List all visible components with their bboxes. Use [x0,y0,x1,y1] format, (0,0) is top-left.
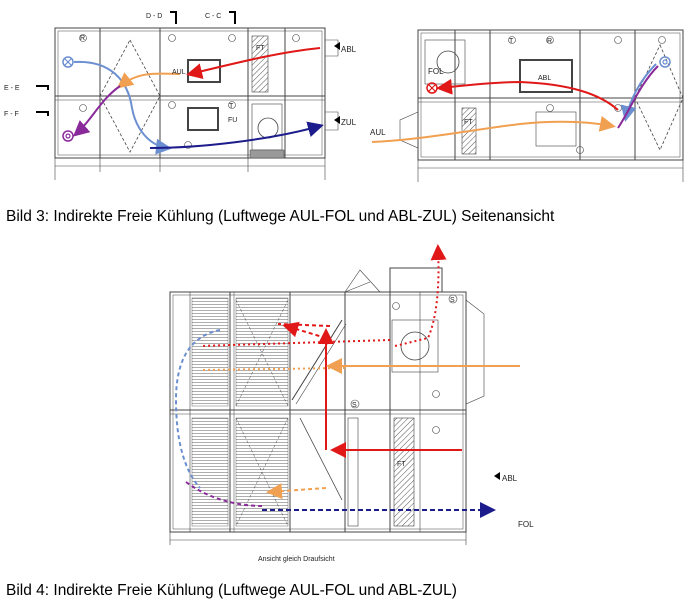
label-abl: ABL [341,45,357,54]
transition-path [72,85,121,137]
transition-path-right [617,65,659,129]
label-ft: FT [256,45,265,52]
section-mark-f: F - F [4,111,19,118]
label-fol: FOL [428,67,444,76]
fig3-right-labels: FOL AUL ABL FT R T [370,38,552,137]
label-abl-inner: ABL [538,75,551,82]
fig4-outdoor-dotted [199,367,346,371]
fig4-label-fol: FOL [518,520,534,529]
fig4-labels: ABL FOL S S FT Ansicht gleich Draufsicht [258,297,534,563]
exhaust-air-path-right [436,78,619,111]
fig3-right-airflows [371,63,659,143]
label-r-right: R [547,38,552,45]
label-t-right: T [509,38,514,45]
extract-air-symbol [62,56,74,68]
fig4-label-abl: ABL [502,474,518,483]
fig3-left-labels: ABL ZUL AUL FU FT R T [80,35,357,127]
fig4-exhaust-dotted-left [199,339,391,347]
supply-air-symbol [62,130,74,142]
section-mark-e: E - E [4,85,20,92]
section-marks: D - D C - C E - E F - F [4,11,236,118]
label-aul: AUL [370,128,386,137]
fig4-exhaust-dotted [394,244,447,347]
fig4-exhaust-upper [282,321,327,339]
section-mark-c: C - C [205,13,221,20]
extract-air-path [73,60,172,155]
fig3-right-unit [399,29,684,182]
fig3-left-airflows [72,47,324,155]
label-t: T [229,103,234,110]
fig4-transition [185,481,263,507]
figure4-caption: Bild 4: Indirekte Freie Kühlung (Luftweg… [6,582,457,599]
label-zul: ZUL [341,118,357,127]
figure3-caption: Bild 3: Indirekte Freie Kühlung (Luftweg… [6,208,555,225]
label-aul-inner: AUL [172,69,186,76]
fig4-label-s2: S [352,402,357,409]
fig4-unit [169,267,485,545]
fig4-outdoor-lower [266,483,327,500]
label-ft-right: FT [464,119,473,126]
exhaust-air-path [186,47,321,79]
fig4-exhaust-top [277,323,331,327]
label-r: R [80,35,85,42]
fig4-label-s1: S [450,297,455,304]
supply-air-path [149,121,324,149]
fig4-label-ft: FT [397,461,406,468]
fig4-airflows [174,244,520,518]
outdoor-air-path-right [371,115,616,143]
outdoor-air-path [116,72,181,89]
extract-symbol-right [659,56,671,68]
section-mark-d: D - D [146,13,162,20]
fig4-view-note: Ansicht gleich Draufsicht [258,556,335,563]
label-fu: FU [228,117,237,124]
fig3-left-unit [54,27,339,180]
